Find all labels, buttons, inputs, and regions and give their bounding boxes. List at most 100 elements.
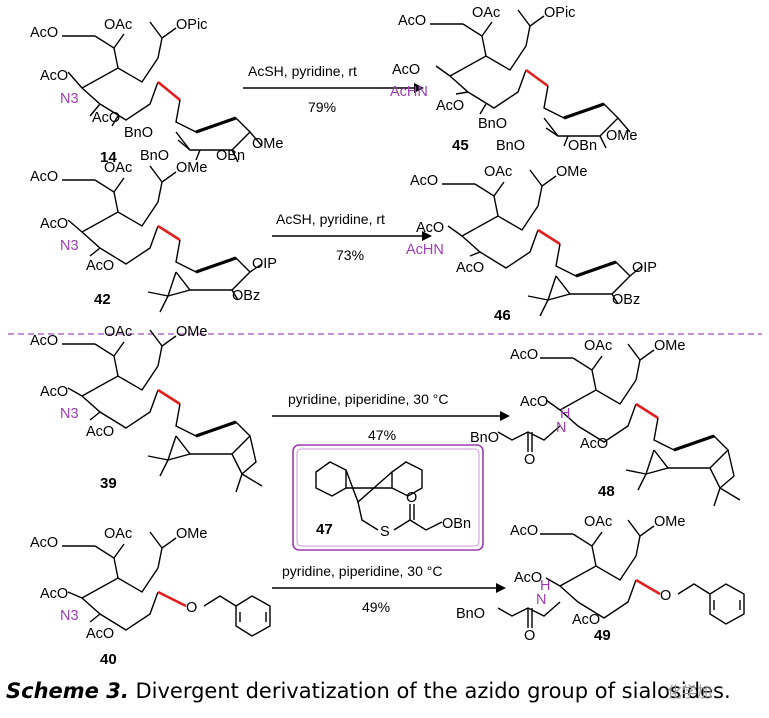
label-achn: AcHN [406,242,444,258]
watermark: 化学加 [667,681,712,702]
label-ome: OMe [606,128,637,144]
label-aco: AcO [86,626,114,642]
reaction-conditions: pyridine, piperidine, 30 °C [282,563,442,579]
label-azide: N3 [60,238,79,254]
label-oac: OAc [584,514,612,530]
compound-number: 46 [494,307,511,324]
label-oac: OAc [104,324,132,340]
label-ome: OMe [176,160,207,176]
label-aco: AcO [86,258,114,274]
label-o: O [186,600,197,616]
reaction-conditions: pyridine, piperidine, 30 °C [288,391,448,407]
caption-label: Scheme 3. [6,679,129,703]
label-azide: N3 [60,91,79,107]
reaction-scheme: AcO OAc OPic AcO N3 AcO BnO BnO OBn OMe … [8,5,762,668]
label-bno: BnO [478,116,507,132]
reaction-yield: 79% [308,99,336,115]
label-oac: OAc [104,526,132,542]
label-obz: OBz [612,292,640,308]
label-o: O [660,588,671,604]
label-ome: OMe [176,324,207,340]
molecule-39: AcO OAc OMe AcO N3 AcO 39 [30,324,263,493]
label-aco: AcO [410,173,438,189]
reaction-yield: 49% [362,599,390,615]
label-opic: OPic [544,5,575,21]
compound-number: 45 [452,137,469,154]
label-aco: AcO [416,220,444,236]
compound-number: 14 [100,149,117,166]
label-aco: AcO [30,535,58,551]
label-aco: AcO [30,169,58,185]
compound-number: 47 [316,521,333,538]
label-oac: OAc [472,5,500,21]
label-aco: AcO [40,586,68,602]
label-aco: AcO [392,62,420,78]
label-obz: OBz [232,288,260,304]
label-aco: AcO [398,13,426,29]
watermark-text: 化学加 [667,683,713,701]
label-aco: AcO [514,570,542,586]
label-nh-n: N [556,420,566,436]
reaction-yield: 47% [368,427,396,443]
compound-number: 40 [100,651,117,668]
label-bno: BnO [470,430,499,446]
label-achn: AcHN [390,84,428,100]
label-opic: OPic [176,17,207,33]
label-s: S [380,524,390,540]
label-oip: OIP [632,260,657,276]
label-o: O [524,452,535,468]
scheme-caption: Scheme 3. Divergent derivatization of th… [6,679,731,703]
label-nh-n: N [536,592,546,608]
label-aco: AcO [436,98,464,114]
label-oac: OAc [584,338,612,354]
label-aco: AcO [510,347,538,363]
caption-text: Divergent derivatization of the azido gr… [135,679,731,703]
label-bno: BnO [496,138,525,154]
label-aco: AcO [510,523,538,539]
label-nh-h: H [560,406,570,422]
molecule-14: AcO OAc OPic AcO N3 AcO BnO BnO OBn OMe … [30,17,283,166]
molecule-48: AcO OAc OMe AcO H N AcO BnO O 48 [470,338,741,507]
reagent-47-box: S O OBn 47 [292,444,484,551]
label-aco: AcO [456,260,484,276]
label-ome: OMe [252,136,283,152]
label-ome: OMe [176,526,207,542]
label-oac: OAc [484,164,512,180]
label-o: O [406,490,417,506]
label-oip: OIP [252,256,277,272]
compound-number: 48 [598,483,615,500]
arrow-reaction-2: AcSH, pyridine, rt 73% [272,211,432,263]
molecule-45: AcO OAc OPic AcO AcHN AcO BnO BnO OBn OM… [390,5,637,154]
label-azide: N3 [60,406,79,422]
molecule-46: AcO OAc OMe AcO AcHN AcO OIP OBz 46 [406,164,657,324]
arrow-reaction-4: pyridine, piperidine, 30 °C 49% [272,563,506,615]
compound-number: 42 [94,291,111,308]
reaction-conditions: AcSH, pyridine, rt [276,211,385,227]
arrow-reaction-1: AcSH, pyridine, rt 79% [243,63,424,115]
label-aco: AcO [30,25,58,41]
compound-number: 49 [594,627,611,644]
label-aco: AcO [92,110,120,126]
label-aco: AcO [520,394,548,410]
arrow-reaction-3: pyridine, piperidine, 30 °C 47% [272,391,510,443]
label-oac: OAc [104,160,132,176]
label-obn: OBn [216,148,245,164]
label-aco: AcO [30,333,58,349]
molecule-42: AcO OAc OMe AcO N3 AcO OIP OBz 42 [30,160,277,313]
molecule-40: AcO OAc OMe AcO N3 AcO O 40 [30,526,271,668]
label-nh-h: H [540,578,550,594]
label-aco: AcO [572,612,600,628]
label-bno: BnO [124,125,153,141]
label-o: O [524,628,535,644]
label-aco: AcO [580,436,608,452]
label-aco: AcO [40,68,68,84]
label-ome: OMe [654,338,685,354]
label-azide: N3 [60,608,79,624]
molecule-49: AcO OAc OMe AcO H N AcO BnO O O 49 [456,514,745,644]
label-ome: OMe [556,164,587,180]
label-aco: AcO [40,384,68,400]
label-obn: OBn [442,516,471,532]
label-ome: OMe [654,514,685,530]
label-bno: BnO [456,606,485,622]
label-obn: OBn [568,138,597,154]
